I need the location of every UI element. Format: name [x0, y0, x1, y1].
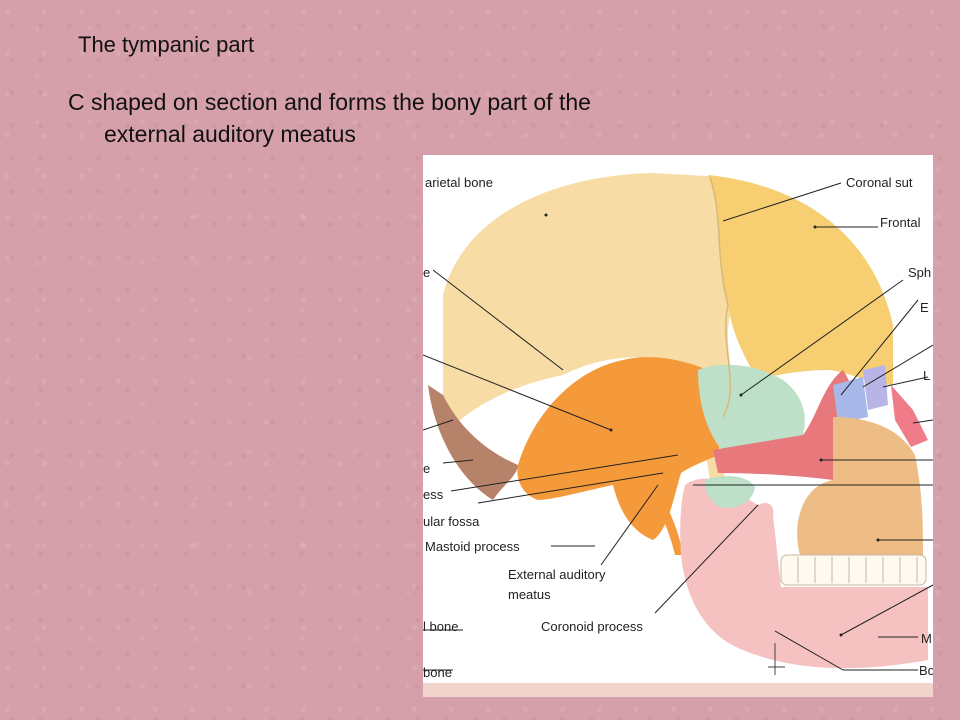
label-m: M [921, 631, 932, 646]
slide-description: C shaped on section and forms the bony p… [68, 86, 838, 150]
slide-title: The tympanic part [78, 32, 255, 57]
label-frontal: Frontal [880, 215, 921, 230]
coronal-suture-line [709, 176, 732, 418]
styloid-region [643, 477, 683, 555]
sphenoid-bone-region [698, 364, 805, 453]
label-fossa: ular fossa [423, 514, 480, 529]
temporal-bone-region [517, 357, 720, 540]
label-ethmoid: E [920, 300, 929, 315]
teeth [780, 554, 927, 586]
label-bo: Bo [919, 663, 933, 678]
label-mastoid-process: Mastoid process [425, 539, 520, 554]
label-coronal-suture: Coronal sut [846, 175, 913, 190]
parietal-bone-region [443, 173, 733, 500]
lacrimal-bone-region [863, 365, 888, 410]
label-external-auditory-line2: meatus [508, 587, 551, 602]
frontal-bone-region [708, 175, 893, 385]
label-sphenoid: Sph [908, 265, 931, 280]
label-l-bone: l bone [423, 619, 458, 634]
occipital-bone-region [428, 385, 518, 500]
description-line-1: C shaped on section and forms the bony p… [68, 89, 591, 115]
nasal-bone-region [891, 385, 928, 447]
label-parietal-bone: arietal bone [425, 175, 493, 190]
zygomatic-region [713, 370, 860, 480]
skull-lateral-view-figure: arietal bone Coronal sut Frontal Sph E L… [423, 155, 933, 697]
anchor-dots [544, 213, 880, 637]
condyle-region [704, 475, 755, 509]
figure-bottom-band [423, 683, 933, 697]
label-ess: ess [423, 487, 444, 502]
label-e-left: e [423, 265, 430, 280]
description-line-2: external auditory meatus [104, 121, 356, 147]
label-coronoid-process: Coronoid process [541, 619, 643, 634]
ethmoid-bone-region [833, 377, 868, 423]
label-external-auditory-line1: External auditory [508, 567, 606, 582]
skull-illustration: arietal bone Coronal sut Frontal Sph E L… [423, 173, 933, 697]
label-lacrimal: L [923, 368, 930, 383]
mandible-region [680, 478, 928, 669]
label-bone: bone [423, 665, 452, 680]
scale-mark [768, 643, 785, 675]
maxilla-region [797, 417, 923, 565]
label-e-left-lower: e [423, 461, 430, 476]
leader-lines [423, 182, 933, 671]
